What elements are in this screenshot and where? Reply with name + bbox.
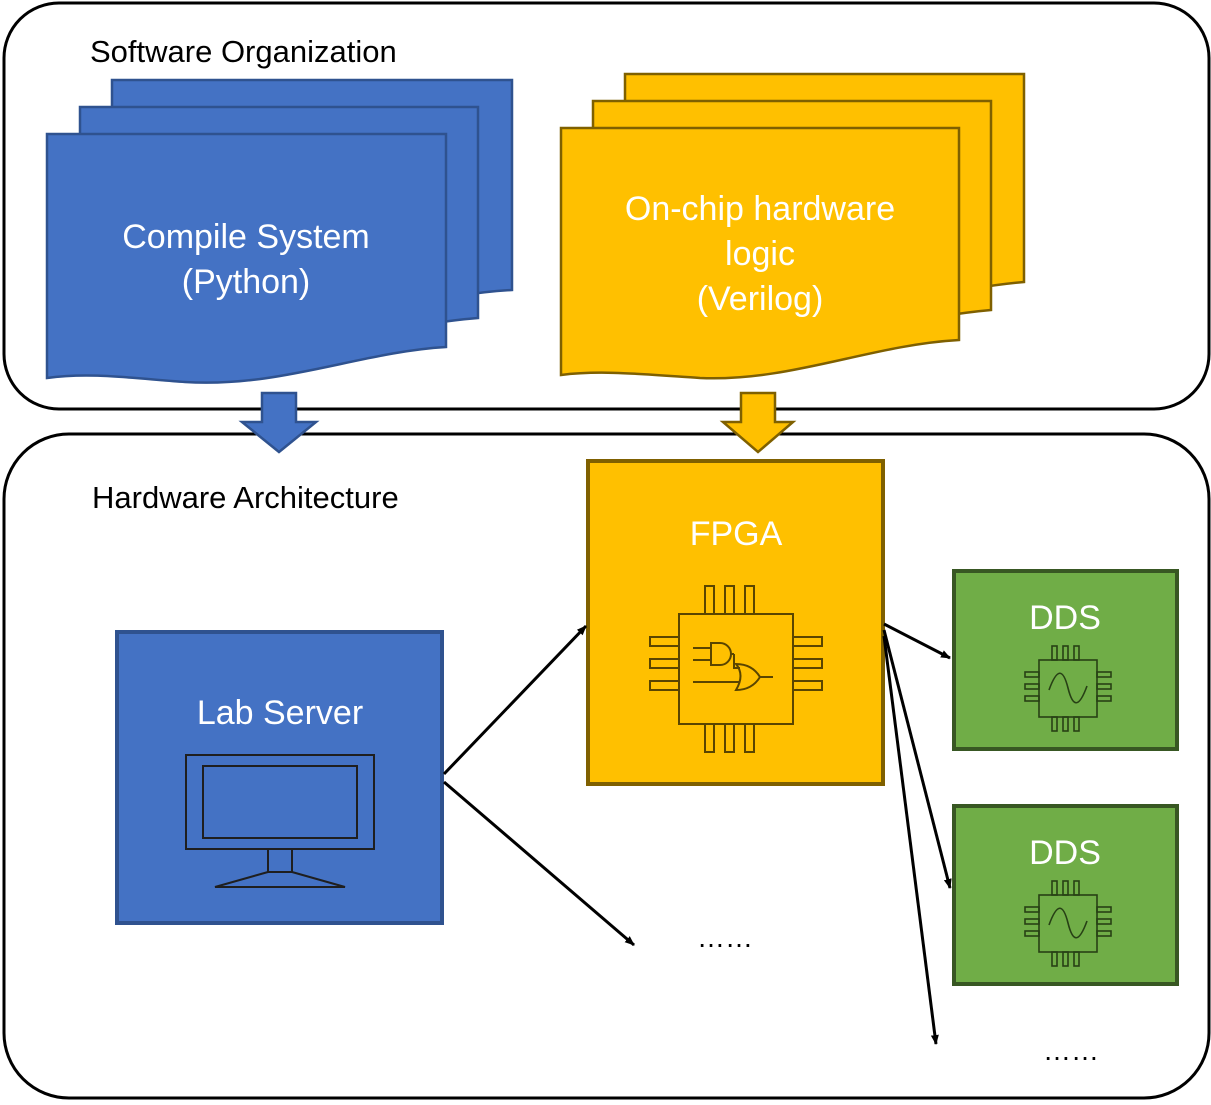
document-sheet-front <box>559 126 961 380</box>
down-arrow-yellow <box>719 391 797 454</box>
arrow-server-to-fpga <box>442 624 588 776</box>
hardware-panel-title: Hardware Architecture <box>92 480 399 515</box>
waveform-chip-icon <box>1024 645 1112 732</box>
monitor-icon <box>185 754 375 888</box>
dds-2-label: DDS <box>1029 834 1101 872</box>
software-panel-title: Software Organization <box>90 34 397 69</box>
dds-1-label: DDS <box>1029 599 1101 637</box>
onchip-logic-document-stack <box>559 72 1026 380</box>
fpga-label: FPGA <box>690 515 783 553</box>
document-sheet-front <box>45 132 448 384</box>
arrow-fpga-to-dds-2 <box>882 629 952 889</box>
down-arrow-blue <box>238 391 320 454</box>
arrow-server-to-others <box>443 780 635 947</box>
fpga-box <box>586 459 885 786</box>
arrow-fpga-to-dds-1 <box>883 622 951 660</box>
compile-system-label: Compile System <box>122 218 370 256</box>
onchip-logic-label-cont: logic <box>725 235 795 273</box>
logic-chip-icon <box>649 585 823 753</box>
more-devices-ellipsis: …… <box>697 922 753 953</box>
lab-server-label: Lab Server <box>197 694 363 732</box>
onchip-logic-label: On-chip hardware <box>625 190 895 228</box>
lab-server-box <box>115 630 444 925</box>
waveform-chip-icon <box>1024 880 1112 967</box>
more-dds-ellipsis: …… <box>1043 1035 1099 1066</box>
connection-arrows <box>442 622 952 1045</box>
onchip-logic-language: (Verilog) <box>697 280 824 318</box>
compile-system-document-stack <box>45 78 514 384</box>
arrow-fpga-to-others <box>882 635 939 1045</box>
compile-system-language: (Python) <box>182 263 311 301</box>
